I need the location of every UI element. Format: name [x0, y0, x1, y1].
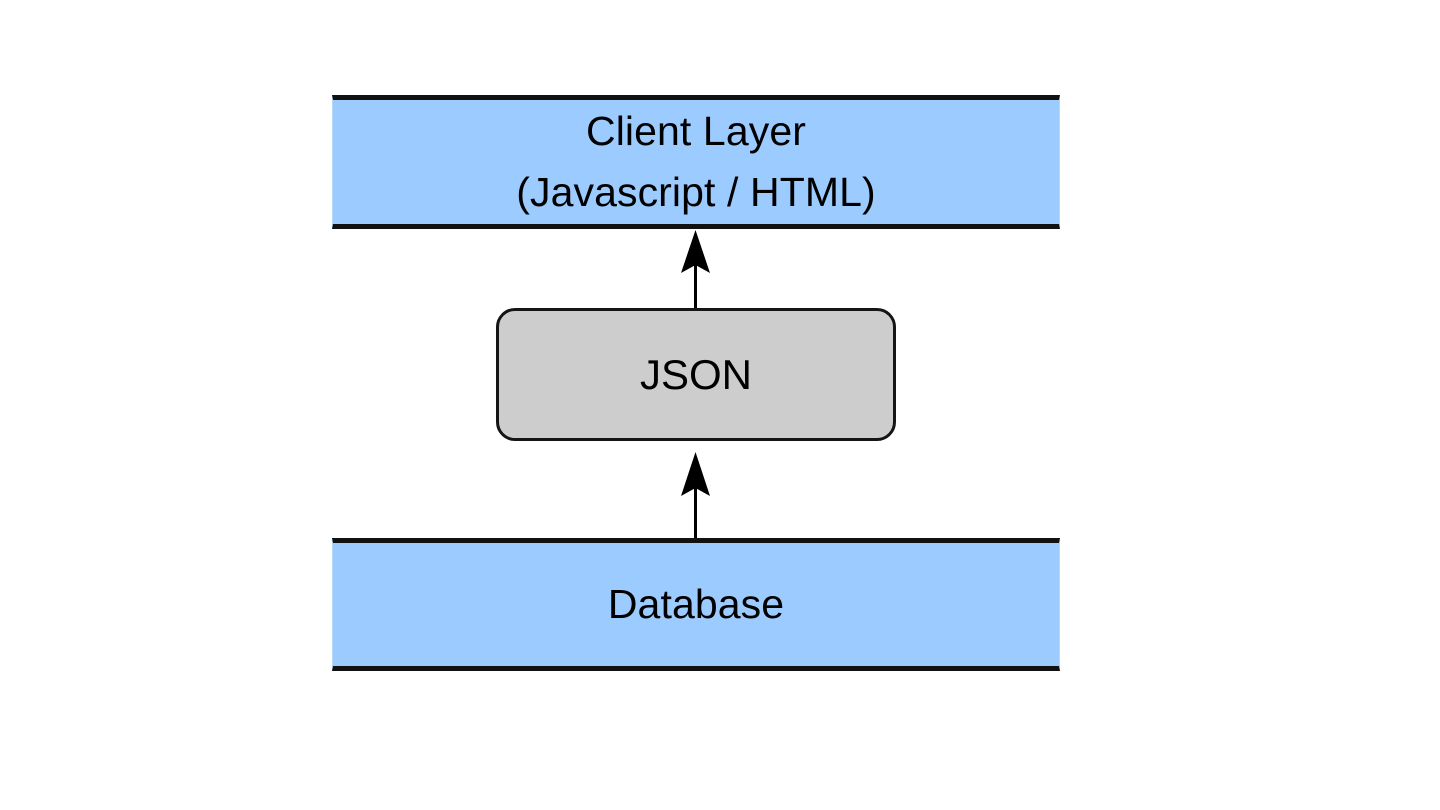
node-client-layer-label: Client Layer (Javascript / HTML) [516, 108, 876, 215]
node-client-layer[interactable]: Client Layer (Javascript / HTML) [332, 95, 1060, 229]
edge-database-to-json [681, 452, 710, 538]
node-json[interactable]: JSON [496, 308, 896, 441]
edge-json-to-client-layer-arrowhead [681, 230, 710, 273]
edge-json-to-client-layer [681, 230, 710, 308]
node-database[interactable]: Database [332, 538, 1060, 671]
edge-database-to-json-arrowhead [681, 452, 710, 496]
node-json-label: JSON [639, 350, 752, 398]
node-database-label: Database [607, 581, 785, 628]
